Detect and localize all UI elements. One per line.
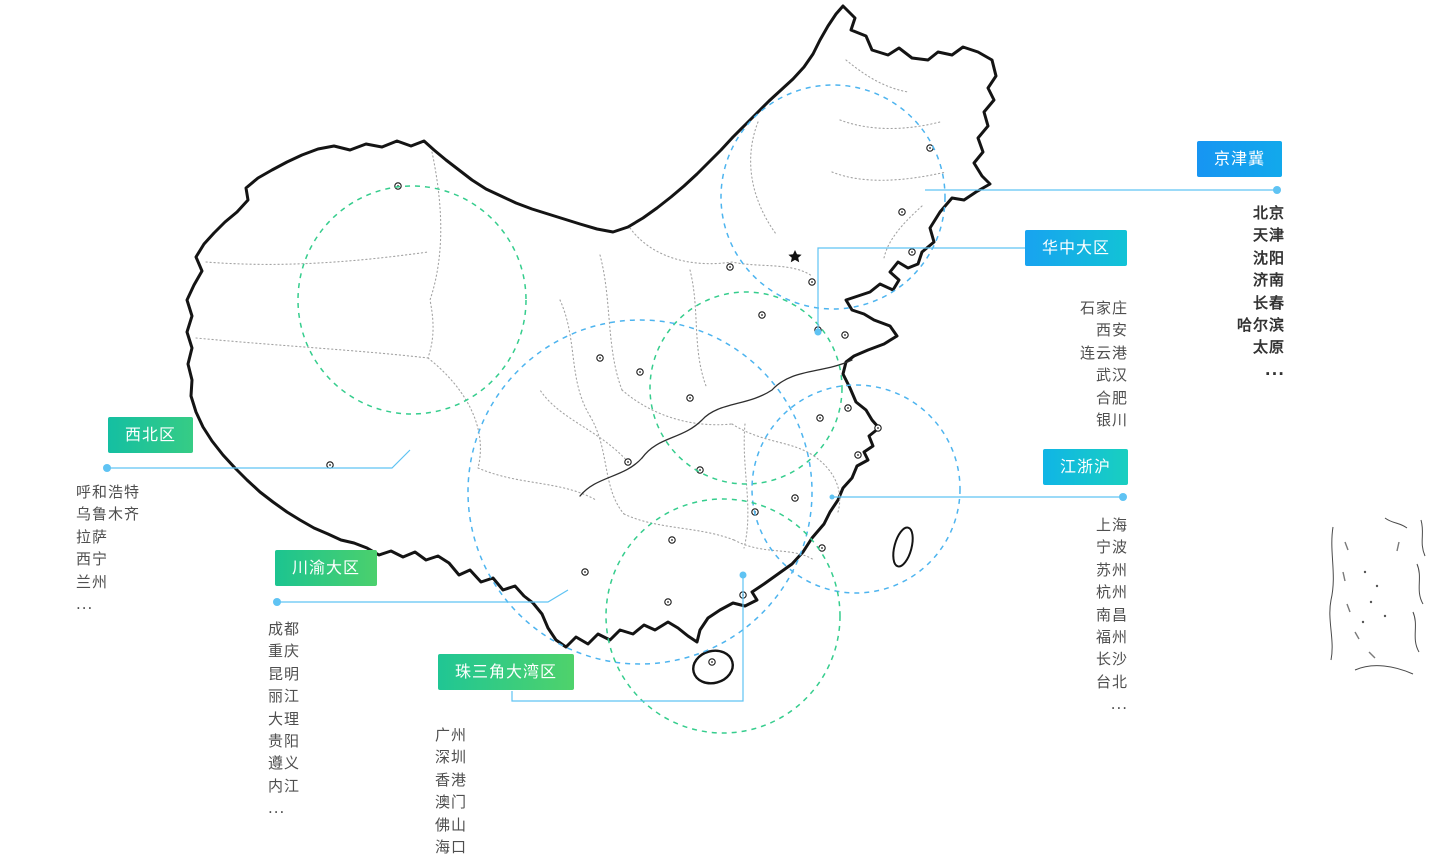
city-name: 贵阳	[268, 732, 301, 751]
city-name: 广州	[435, 726, 468, 744]
region-circle-jingjinji	[720, 84, 946, 310]
connector-dot-chuanyu	[273, 598, 281, 606]
region-circle-chuanyu	[467, 319, 813, 665]
city-name: 乌鲁木齐	[76, 505, 141, 524]
city-name: 西安	[1095, 321, 1128, 340]
connector-zhusanjiao	[511, 575, 744, 702]
region-tag-jingjinji[interactable]: 京津冀	[1197, 141, 1283, 177]
connector-dot-xibei	[103, 464, 111, 472]
region-tag-jiangzhehu[interactable]: 江浙沪	[1043, 449, 1129, 485]
city-list-huazhong: 石家庄西安连云港武汉合肥银川	[1038, 297, 1128, 431]
city-name: 深圳	[435, 748, 468, 767]
region-circle-zhusanjiao	[605, 498, 841, 734]
connector-xibei	[107, 449, 411, 469]
city-name: 兰州	[76, 572, 109, 591]
region-tag-chuanyu[interactable]: 川渝大区	[275, 550, 378, 586]
city-name: 南昌	[1095, 605, 1128, 624]
city-name: 北京	[1252, 204, 1285, 222]
capital-star-icon	[788, 250, 802, 263]
region-tag-xibei[interactable]: 西北区	[108, 417, 194, 453]
city-name: 内江	[268, 776, 301, 795]
city-name: 连云港	[1079, 343, 1128, 362]
city-name: ...	[435, 858, 545, 868]
region-tag-huazhong[interactable]: 华中大区	[1025, 230, 1128, 266]
city-name: 台北	[1095, 672, 1128, 691]
city-list-zhusanjiao: 广州深圳香港澳门佛山海口...	[435, 724, 545, 868]
city-name: 宁波	[1095, 538, 1128, 557]
city-name: ...	[268, 799, 286, 818]
connector-dot-jiangzhehu	[1119, 493, 1127, 501]
region-tag-zhusanjiao[interactable]: 珠三角大湾区	[438, 654, 575, 690]
connector-chuanyu	[277, 589, 569, 603]
city-name: 佛山	[435, 815, 468, 834]
connector-dot-huazhong	[814, 328, 822, 336]
south-china-sea-inset	[1329, 517, 1426, 675]
connector-dot-jingjinji	[1273, 186, 1281, 194]
city-list-jiangzhehu: 上海宁波苏州杭州南昌福州长沙台北...	[1038, 514, 1128, 716]
city-list-xibei: 呼和浩特乌鲁木齐拉萨西宁兰州...	[76, 481, 206, 615]
city-name: 济南	[1252, 271, 1285, 290]
city-name: 杭州	[1095, 583, 1128, 602]
city-name: 沈阳	[1252, 248, 1285, 267]
city-name: 石家庄	[1079, 299, 1128, 317]
region-circle-jiangzhehu	[751, 384, 961, 594]
taiwan-island	[892, 526, 914, 568]
city-name: 苏州	[1095, 560, 1128, 579]
city-name: 长春	[1252, 293, 1285, 312]
region-circle-xibei	[297, 185, 527, 415]
city-name: 澳门	[435, 793, 468, 812]
region-divide-lines	[579, 359, 853, 497]
city-name: 拉萨	[76, 527, 109, 546]
city-name: 银川	[1095, 411, 1128, 430]
city-name: 丽江	[268, 687, 301, 706]
city-name: ...	[76, 595, 94, 614]
city-name: 哈尔滨	[1236, 316, 1285, 335]
city-name: 大理	[268, 709, 301, 728]
city-name: 合肥	[1095, 388, 1128, 407]
city-name: 香港	[435, 770, 468, 789]
city-name: 成都	[268, 620, 301, 638]
city-name: 武汉	[1095, 366, 1128, 385]
city-name: 遵义	[268, 754, 301, 773]
city-name: 天津	[1252, 226, 1285, 245]
region-circle-huazhong	[649, 291, 843, 485]
city-name: 福州	[1095, 628, 1128, 647]
city-name: 重庆	[268, 642, 301, 661]
hainan-island	[692, 649, 734, 685]
city-name: 海口	[435, 838, 468, 857]
city-name: 太原	[1252, 338, 1285, 357]
connector-dot-zhusanjiao	[739, 571, 747, 579]
connector-dot-jiangzhehu-map	[829, 494, 835, 500]
province-borders	[195, 59, 947, 561]
city-name: 西宁	[76, 550, 109, 569]
city-name: 长沙	[1095, 650, 1128, 669]
city-name: 上海	[1095, 516, 1128, 534]
connector-huazhong	[817, 247, 1025, 331]
city-list-jingjinji: 北京天津沈阳济南长春哈尔滨太原...	[1165, 202, 1285, 381]
city-name: ...	[1264, 360, 1285, 379]
city-name: ...	[1110, 695, 1128, 714]
city-name: 呼和浩特	[76, 483, 141, 501]
city-name: 昆明	[268, 664, 301, 683]
city-markers	[326, 144, 934, 666]
city-list-chuanyu: 成都重庆昆明丽江大理贵阳遵义内江...	[268, 618, 378, 820]
